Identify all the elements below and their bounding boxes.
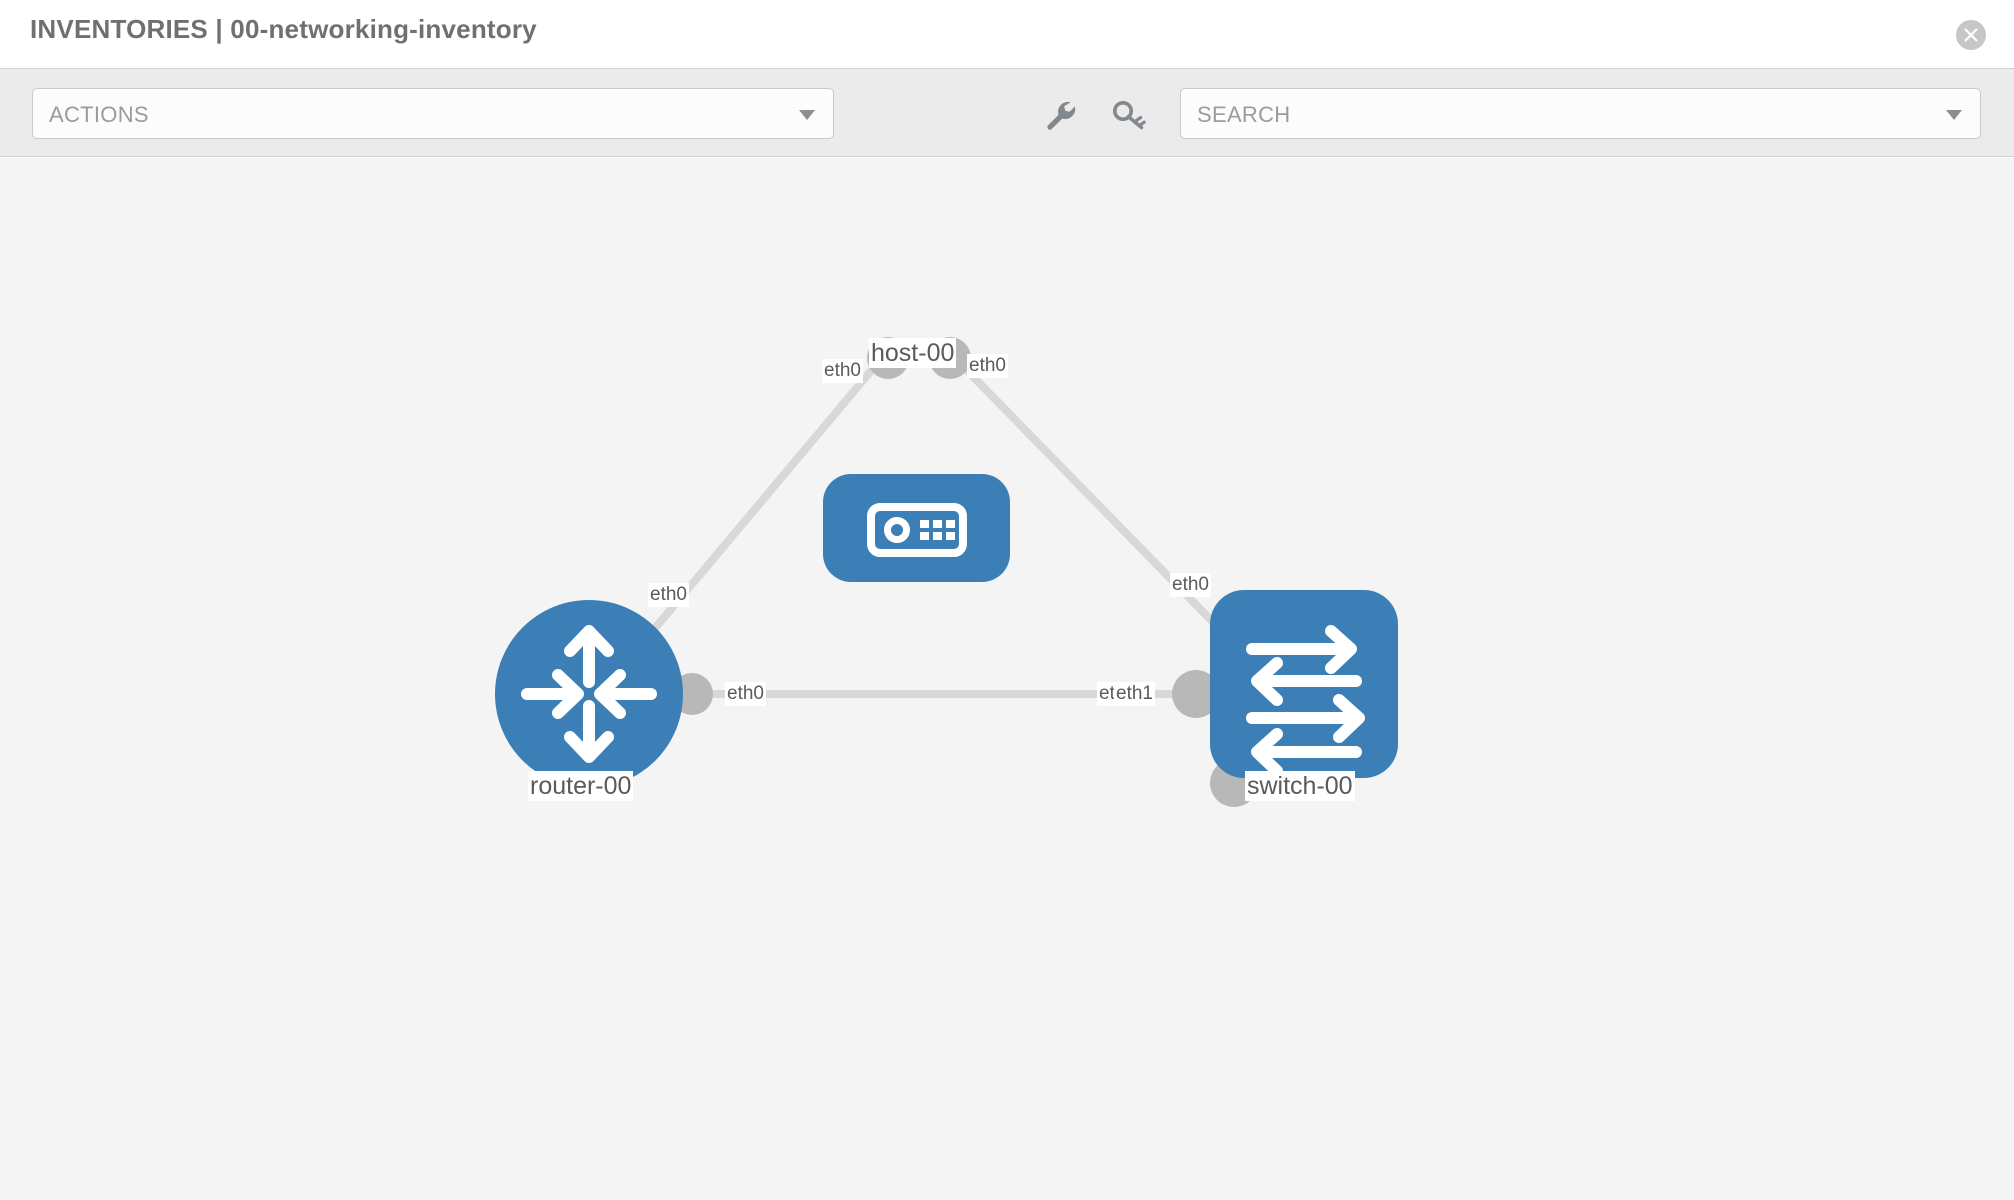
iface-label-router00-eth0-uplink: eth0: [648, 583, 689, 607]
iface-label-host00-eth0-right: eth0: [967, 354, 1008, 378]
server-icon: [867, 503, 967, 557]
toolbar: ACTIONS SEARCH: [0, 68, 2014, 157]
node-label-host-00: host-00: [869, 338, 957, 368]
node-label-router-00: router-00: [528, 771, 634, 801]
node-host-00: [823, 474, 1010, 582]
node-switch-00: [1210, 590, 1398, 778]
actions-dropdown-label: ACTIONS: [49, 102, 149, 127]
edge-host00-switch00: [947, 350, 1251, 661]
connector-switch00-eth1: [1172, 670, 1220, 718]
key-icon[interactable]: [1112, 99, 1146, 131]
close-icon[interactable]: [1956, 20, 1986, 50]
switch-arrows-icon: [1246, 625, 1365, 777]
topology-graph: [495, 337, 1398, 807]
node-label-switch-00: switch-00: [1245, 771, 1355, 801]
iface-label-host00-eth0-left: eth0: [822, 359, 863, 383]
search-input[interactable]: SEARCH: [1180, 88, 1981, 139]
wrench-icon[interactable]: [1044, 99, 1078, 131]
search-placeholder: SEARCH: [1197, 102, 1291, 127]
node-router-00: [495, 600, 683, 788]
iface-label-switch00-eth0-uplink: eth0: [1170, 573, 1211, 597]
topology-canvas[interactable]: host-00 router-00 switch-00 eth0 eth0 et…: [0, 158, 2014, 1200]
chevron-down-icon[interactable]: [1946, 110, 1962, 120]
router-arrows-icon: [521, 625, 657, 763]
iface-label-router00-eth0: eth0: [725, 682, 766, 706]
edge-host00-router00: [626, 350, 890, 661]
actions-dropdown[interactable]: ACTIONS: [32, 88, 834, 139]
page-title: INVENTORIES | 00-networking-inventory: [30, 14, 537, 44]
iface-label-switch00-eth1: eth1: [1114, 682, 1155, 706]
chevron-down-icon: [799, 110, 815, 120]
page-header: INVENTORIES | 00-networking-inventory: [0, 0, 2014, 68]
